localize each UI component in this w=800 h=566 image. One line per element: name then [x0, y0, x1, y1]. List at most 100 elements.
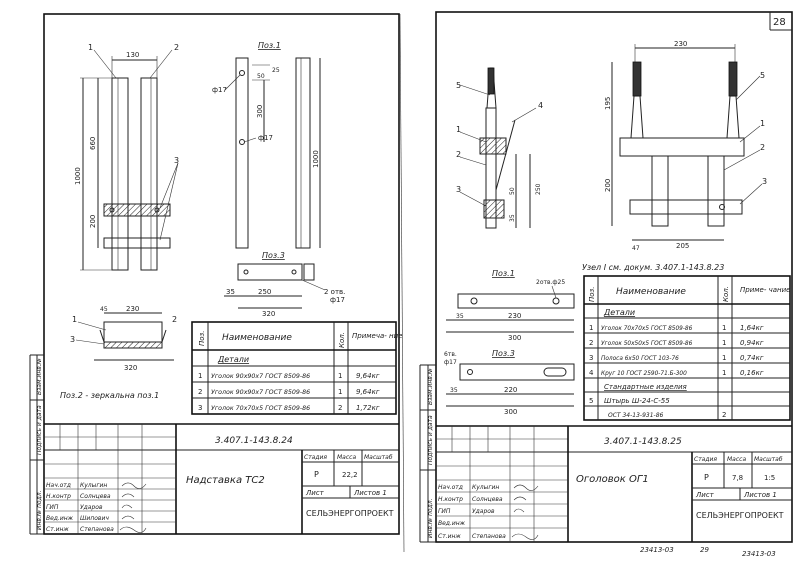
- left-side-strip: Взам.инв.№ Подпись и дата Инв.№ подл.: [29, 354, 44, 535]
- left-sheet: Взам.инв.№ Подпись и дата Инв.№ подл. 13…: [29, 13, 402, 535]
- page-number: 28: [773, 17, 786, 28]
- spec-h-note: Примеча- ние: [352, 332, 402, 340]
- r-scale-value: 1:5: [764, 474, 775, 482]
- uzel-note: Узел I см. докум. 3.407.1-143.8.23: [582, 263, 724, 272]
- r-spec-r5-name: Штырь Ш-24-С-55: [604, 397, 670, 405]
- r-stage-value: Р: [704, 473, 709, 482]
- r-role-3: ГИП: [438, 508, 451, 515]
- r-callout-5: 5: [456, 81, 461, 90]
- pos1-front: [235, 57, 249, 249]
- r-pos3-bar: [459, 363, 575, 381]
- r-spec-r3-qty: 1: [722, 354, 726, 362]
- r-role-5: Ст.инж: [438, 533, 461, 540]
- r-mass-value: 7,8: [732, 474, 743, 482]
- dim-50: 50: [257, 73, 265, 80]
- r-sheets-label: Листов 1: [743, 491, 777, 499]
- r-dim-f17b: ф17: [444, 359, 457, 366]
- callout-1b: 1: [72, 315, 77, 324]
- signature-1: [121, 482, 147, 489]
- side-crossbar: [479, 137, 507, 155]
- spec-r2-name: Уголок 90x90x7 ГОСТ 8509-86: [211, 389, 310, 396]
- r-dim-35: 35: [509, 214, 516, 222]
- pos3-plate: [237, 263, 303, 281]
- dim-300: 300: [256, 105, 264, 118]
- r-spec-h-qty: Кол.: [722, 286, 730, 302]
- r-dim-2otv: 2отв.ф25: [536, 279, 565, 286]
- spec-h-name: Наименование: [222, 333, 292, 343]
- r-spec-r6-qty: 2: [722, 411, 726, 419]
- name-4: Шипович: [80, 515, 109, 522]
- name-2: Солнцева: [80, 493, 111, 500]
- r-spec-r2-name: Уголок 50x50x5 ГОСТ 8509-86: [601, 341, 693, 347]
- pos1-label: Поз.1: [258, 41, 281, 50]
- spec-r3-pos: 3: [198, 404, 202, 412]
- left-spec-table: Поз. Наименование Кол. Примеча- ние Дета…: [191, 321, 402, 415]
- callout-2b: 2: [172, 315, 177, 324]
- dim-230: 230: [126, 305, 139, 313]
- role-1: Нач.отд: [46, 482, 71, 489]
- r-dim-300: 300: [508, 334, 521, 342]
- spec-r1-name: Уголок 90x90x7 ГОСТ 8509-86: [211, 373, 310, 380]
- side-label-1: Взам.инв.№: [36, 358, 43, 395]
- sheet-separator: [399, 13, 405, 553]
- dim-320: 320: [262, 310, 275, 318]
- doc-code: 3.407.1-143.8.24: [215, 436, 293, 446]
- dim-130: 130: [126, 51, 139, 59]
- spec-r3-name: Уголок 70x70x5 ГОСТ 8509-86: [211, 405, 310, 412]
- head-post-left: [651, 155, 669, 227]
- r-role-2: Н.контр: [438, 496, 463, 503]
- r-spec-r4-qty: 1: [722, 369, 726, 377]
- r-dim-50: 50: [509, 187, 516, 195]
- r-callout-5b: 5: [760, 71, 765, 80]
- r-name-3: Ударов: [472, 508, 495, 515]
- left-main-view: 130 1 2 3 1000 660 200: [74, 43, 179, 271]
- spec-r2-qty: 1: [338, 388, 342, 396]
- r-callout-4: 4: [538, 101, 543, 110]
- right-spec-table: Поз. Наименование Кол. Приме- чание Дета…: [583, 275, 791, 421]
- r-dim-230: 230: [674, 40, 687, 48]
- r-doc-code: 3.407.1-143.8.25: [604, 437, 682, 447]
- dim-2otv: 2 отв.: [324, 288, 345, 296]
- dim-1000b: 1000: [312, 150, 320, 168]
- r-pos1-bar: [457, 293, 575, 309]
- r-sheet-label: Лист: [695, 491, 715, 499]
- r-pos3-label: Поз.3: [492, 349, 515, 358]
- r-callout-2: 2: [456, 150, 461, 159]
- name-5: Степанова: [80, 526, 114, 533]
- r-side-label-3: Инв.№ подл.: [427, 498, 434, 538]
- right-title-block: 3.407.1-143.8.25 Оголовок ОГ1 Стадия Мас…: [436, 425, 792, 542]
- r-dim-47: 47: [632, 245, 640, 252]
- r-dim-205: 205: [676, 242, 689, 250]
- mass-header: Масса: [337, 454, 356, 461]
- crossbar-upper: [103, 203, 171, 217]
- dim-35: 35: [226, 288, 235, 296]
- r-spec-r5-pos: 5: [589, 397, 593, 405]
- stage-value: Р: [314, 470, 319, 479]
- spec-r3-qty: 2: [338, 404, 342, 412]
- role-5: Ст.инж: [46, 526, 69, 533]
- r-side-label-1: Взам.инв.№: [427, 368, 434, 405]
- r-dim-300b: 300: [504, 408, 517, 416]
- callout-3b: 3: [70, 335, 75, 344]
- dim-320b: 320: [124, 364, 137, 372]
- dim-25: 25: [272, 67, 280, 74]
- r-spec-r3-pos: 3: [589, 354, 593, 362]
- spec-r1-note: 9,64кг: [356, 372, 380, 380]
- r-dim-195: 195: [604, 97, 612, 110]
- r-spec-r1-pos: 1: [589, 324, 593, 332]
- bottom-code-2: 29: [700, 546, 709, 554]
- r-spec-r1-note: 1,64кг: [740, 324, 764, 332]
- role-4: Вед.инж: [46, 515, 74, 522]
- role-2: Н.контр: [46, 493, 71, 500]
- spec-r1-pos: 1: [198, 372, 202, 380]
- r-callout-1b: 1: [760, 119, 765, 128]
- left-pos3-view: Поз.3 35 250 320 2 отв. ф17: [224, 251, 345, 318]
- r-org-name: СЕЛЬЭНЕРГОПРОЕКТ: [696, 511, 784, 520]
- left-sheet-frame: [43, 13, 400, 535]
- pos1-side: [295, 57, 311, 249]
- dim-f17a: ф17: [212, 86, 227, 94]
- right-pos-views: Поз.1 2отв.ф25 35 230 300 Поз.3 6тв. ф17…: [444, 269, 575, 416]
- dim-f17c: ф17: [330, 296, 345, 304]
- r-spec-r4-pos: 4: [589, 369, 594, 377]
